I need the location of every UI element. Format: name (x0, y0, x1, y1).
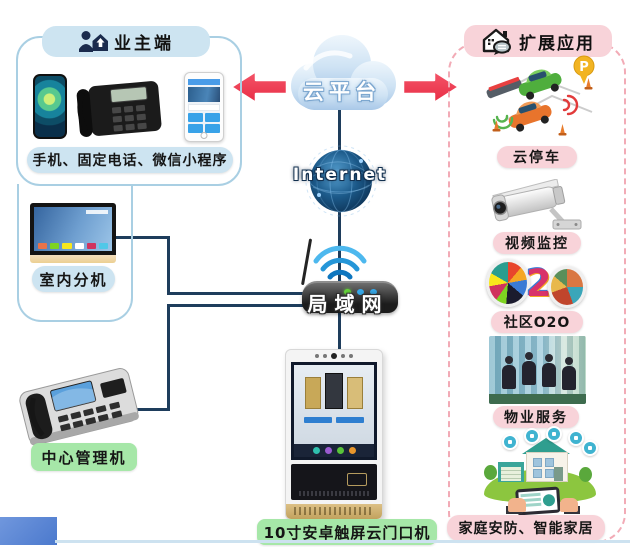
smart-wifi-icon (546, 426, 562, 442)
o2o-logo: 2 (486, 256, 586, 310)
smartphone (33, 74, 67, 139)
indoor-monitor (30, 203, 116, 263)
line-monitor-h (110, 236, 170, 239)
internet-globe-icon (305, 145, 377, 217)
wechat-phone (184, 72, 224, 142)
house-chat-icon (482, 28, 511, 55)
home-button-icon (200, 132, 208, 139)
smartphone-screen (35, 76, 65, 137)
owner-devices-caption: 手机、固定电话、微信小程序 (27, 147, 233, 173)
extensions-header: 扩展应用 (464, 25, 612, 57)
internet-label: Internet (292, 165, 388, 185)
arrow-right-icon (401, 69, 461, 105)
door-reader-panel (291, 464, 377, 500)
o2o-circle-right (547, 266, 586, 308)
staff-person (521, 352, 536, 385)
o2o-circle-left (486, 259, 530, 307)
door-screen-app-row (294, 444, 374, 457)
door-station (285, 349, 383, 520)
router-led-blue2 (370, 289, 377, 295)
cloud-label: 云平台 (303, 80, 381, 104)
parking-caption: 云停车 (497, 146, 577, 168)
landline-phone (76, 81, 162, 137)
o2o-caption: 社区O2O (491, 311, 583, 333)
card-reader-icon (347, 473, 367, 486)
property-caption: 物业服务 (493, 406, 579, 428)
door-speaker-camera (286, 350, 382, 362)
line-monitor-v (167, 236, 170, 295)
hand-left (508, 498, 526, 512)
smart-home-illustration (482, 426, 598, 516)
extensions-header-label: 扩展应用 (519, 33, 595, 54)
staff-person (541, 354, 556, 387)
monitor-clock (86, 210, 108, 214)
indoor-caption: 室内分机 (32, 266, 115, 292)
smart-lock-icon (502, 434, 518, 450)
cloud-parking-illustration: P (486, 55, 595, 136)
line-manager-h (127, 408, 170, 411)
router (302, 281, 398, 313)
bottom-rule (55, 540, 630, 543)
owner-header-label: 业主端 (114, 34, 174, 54)
smart-cam-icon (582, 440, 598, 456)
router-led-green (344, 289, 351, 295)
cctv-camera-illustration (491, 179, 582, 230)
door-gold-strip (286, 504, 382, 519)
staff-person (501, 356, 516, 389)
line-manager-to-router (167, 304, 335, 307)
cloud-icon (291, 35, 396, 110)
wechat-screen (188, 79, 220, 133)
parking-pin-letter: P (579, 60, 589, 75)
lan-label: 局域网 (307, 292, 389, 316)
owner-person-house-icon (79, 30, 108, 52)
smart-thermo-icon (524, 428, 540, 444)
monitor-app-icons (38, 243, 109, 249)
smart-home-caption: 家庭安防、智能家居 (447, 515, 605, 541)
indoor-box (17, 184, 133, 322)
surveillance-caption: 视频监控 (493, 232, 581, 254)
wifi-icon (313, 245, 367, 286)
hand-right (560, 498, 578, 512)
line-cloud-to-door (338, 110, 341, 355)
arrow-left-icon (229, 69, 289, 105)
manager-caption: 中心管理机 (31, 443, 137, 471)
line-manager-v (167, 304, 170, 411)
router-led-blue1 (357, 289, 364, 295)
door-screen-collage (302, 373, 366, 409)
monitor-gold-strip (30, 255, 116, 263)
cloud-platform: 云平台 (276, 28, 408, 120)
property-staff-photo (489, 336, 586, 404)
smart-bulb-icon (568, 430, 584, 446)
o2o-digit: 2 (525, 261, 552, 305)
manager-phone (19, 368, 139, 446)
line-monitor-to-router (167, 292, 315, 295)
door-screen (291, 362, 377, 460)
bottom-blue-block (0, 517, 57, 545)
staff-person (561, 357, 576, 390)
owner-header: 业主端 (42, 26, 210, 57)
